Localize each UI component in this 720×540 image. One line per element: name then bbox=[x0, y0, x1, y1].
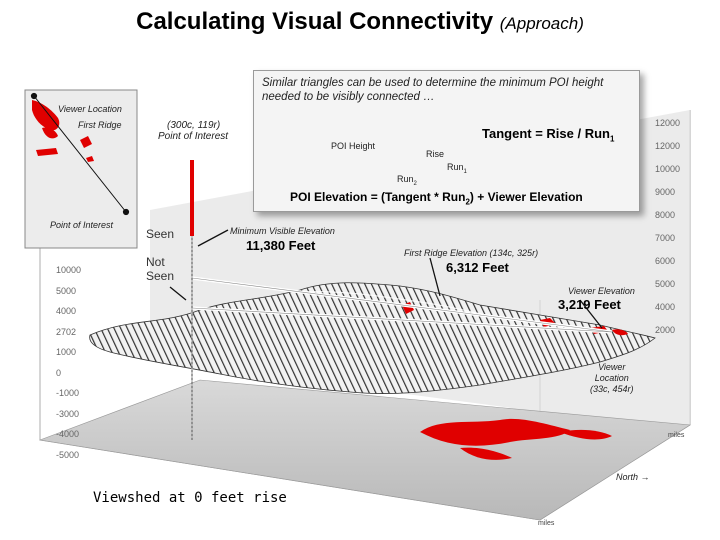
axis-right-tick: 5000 bbox=[655, 279, 675, 289]
axis-right-tick: 7000 bbox=[655, 233, 675, 243]
viewshed-caption: Viewshed at 0 feet rise bbox=[93, 490, 287, 506]
axis-right-tick: 4000 bbox=[655, 302, 675, 312]
axis-left-tick: 4000 bbox=[56, 306, 76, 316]
axis-right-tick: 6000 bbox=[655, 256, 675, 266]
axis-right-tick: 10000 bbox=[655, 164, 680, 174]
axis-right-tick: 2000 bbox=[655, 325, 675, 335]
callout-text: Similar triangles can be used to determi… bbox=[262, 76, 632, 104]
inset-point-of-interest: Point of Interest bbox=[50, 220, 113, 230]
north-label: North → bbox=[616, 472, 650, 482]
miles-label-right: miles bbox=[668, 432, 684, 439]
axis-right-tick: 12000 bbox=[655, 141, 680, 151]
ridge-value: 6,312 Feet bbox=[446, 260, 509, 275]
viewer-location-label: Viewer Location (33c, 454r) bbox=[590, 362, 634, 395]
viewer-elev-label: Viewer Elevation bbox=[568, 286, 635, 296]
run2-label: Run2 bbox=[397, 174, 417, 187]
poi-coords: (300c, 119r) bbox=[167, 120, 220, 131]
not-seen-label: Not Seen bbox=[146, 255, 182, 283]
miles-label-bottom: miles bbox=[538, 520, 554, 527]
axis-left-tick: 1000 bbox=[56, 347, 76, 357]
tangent-formula: Tangent = Rise / Run1 bbox=[482, 126, 614, 144]
axis-right-tick: 9000 bbox=[655, 187, 675, 197]
axis-left-tick: 2702 bbox=[56, 327, 76, 337]
run1-label: Run1 bbox=[447, 162, 467, 175]
viewer-elev-value: 3,219 Feet bbox=[558, 297, 621, 312]
axis-right-tick: 12000 bbox=[655, 118, 680, 128]
axis-left-tick: -1000 bbox=[56, 388, 79, 398]
axis-left-tick: -5000 bbox=[56, 450, 79, 460]
poi-height-label: POI Height bbox=[331, 141, 375, 151]
elevation-formula: POI Elevation = (Tangent * Run2) + Viewe… bbox=[290, 190, 583, 206]
axis-left-tick: 5000 bbox=[56, 286, 76, 296]
poi-label: Point of Interest bbox=[158, 131, 228, 142]
rise-label: Rise bbox=[426, 149, 444, 159]
seen-label: Seen bbox=[146, 227, 174, 241]
axis-left-tick: -4000 bbox=[56, 429, 79, 439]
min-visible-value: 11,380 Feet bbox=[246, 238, 315, 253]
ridge-label: First Ridge Elevation (134c, 325r) bbox=[404, 248, 538, 258]
inset-first-ridge: First Ridge bbox=[78, 120, 122, 130]
axis-left-tick: 0 bbox=[56, 368, 61, 378]
axis-left-tick: -3000 bbox=[56, 409, 79, 419]
min-visible-label: Minimum Visible Elevation bbox=[230, 226, 335, 236]
inset-viewer-location: Viewer Location bbox=[58, 104, 122, 114]
arrow-right-icon: → bbox=[641, 472, 650, 482]
axis-right-tick: 8000 bbox=[655, 210, 675, 220]
axis-left-tick: 10000 bbox=[56, 265, 81, 275]
